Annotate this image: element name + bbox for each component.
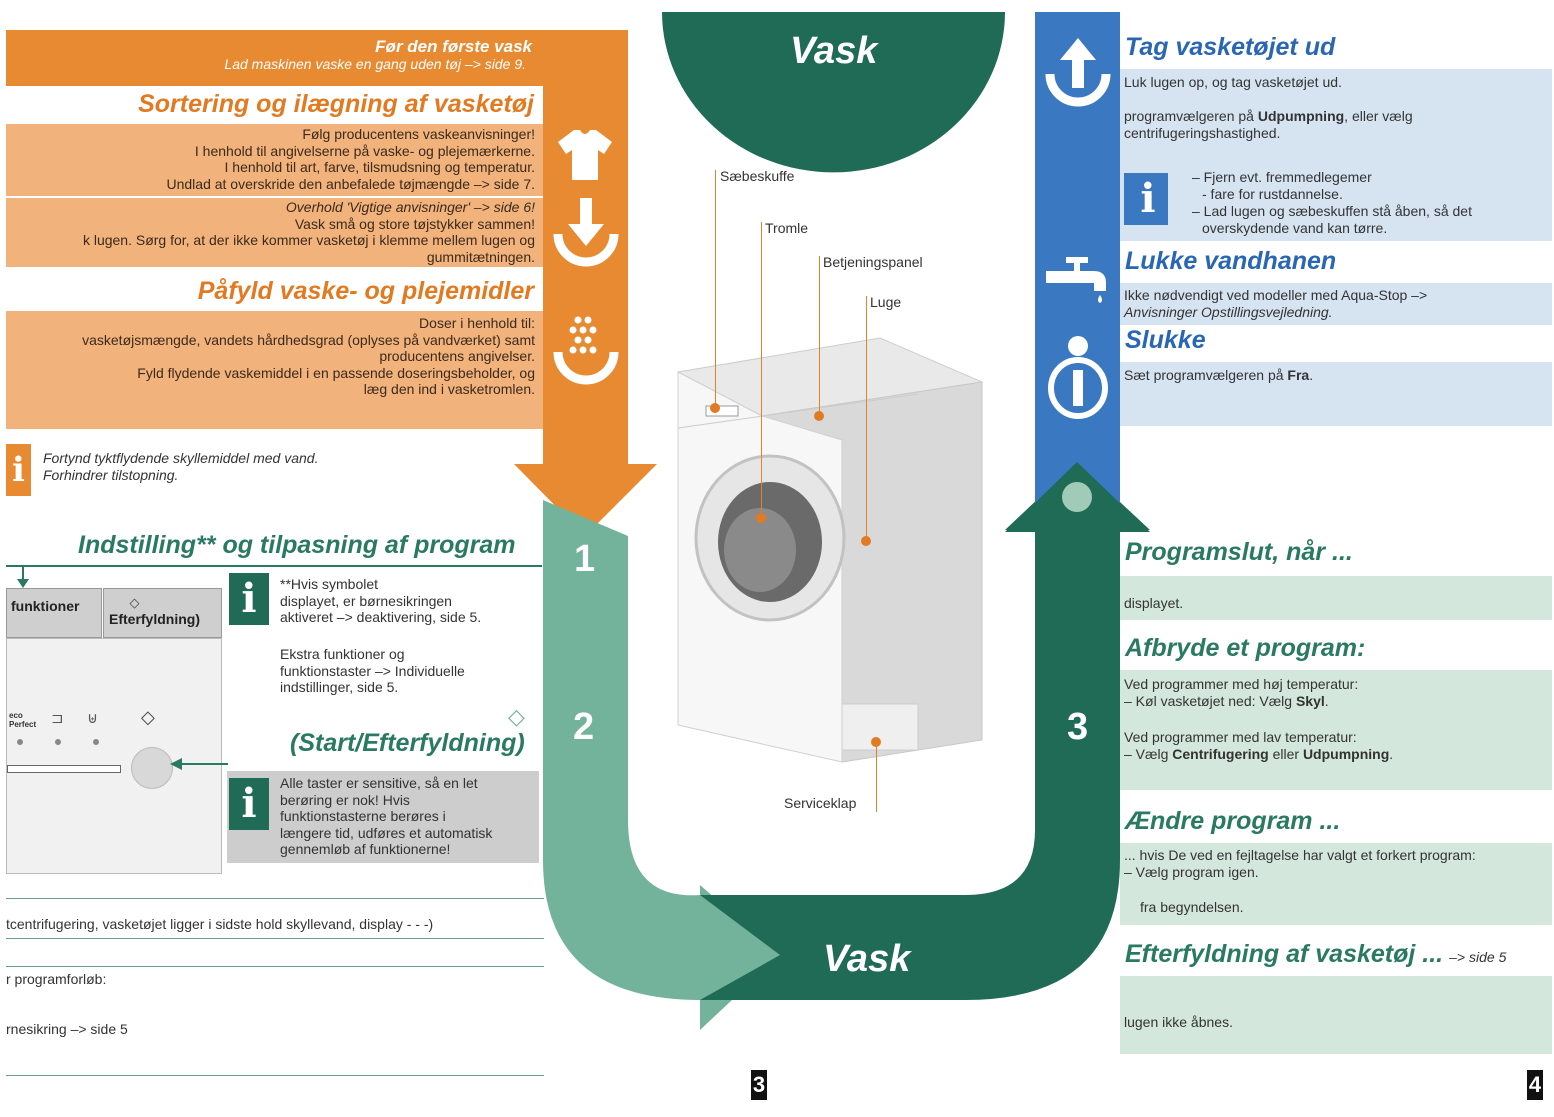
program-end-title: Programslut, når ... [1125,538,1353,566]
label-drum: Tromle [765,220,809,236]
start-refill-title: (Start/Efterfyldning) [290,729,525,757]
start-button-icon[interactable]: ◇ [141,707,155,727]
info-icon-softener: i [6,444,31,496]
center-title-bottom: Vask [823,938,911,980]
sorting-block-a: Følg producentens vaskeanvisninger! I he… [6,124,543,196]
detergent-block: Doser i henhold til: vasketøjsmængde, va… [6,311,543,429]
label-door: Luge [870,294,902,310]
program-knob[interactable] [131,747,173,789]
step-number-1: 1 [574,538,596,580]
power-off-icon [1048,336,1108,419]
abort-title: Afbryde et program: [1125,634,1366,662]
label-control-panel: Betjeningspanel [823,254,923,270]
step-number-2: 2 [573,706,595,748]
info-icon-childlock: i [229,573,269,625]
bottom-left-line1: tcentrifugering, vasketøjet ligger i sid… [6,916,434,932]
center-title-top: Vask [790,30,878,72]
refill-title: Efterfyldning af vasketøj ...–> side 5 [1125,940,1507,968]
tshirt-icon [558,130,612,180]
program-end-box: displayet. [1120,576,1552,620]
abort-box: Ved programmer med høj temperatur: – Køl… [1120,670,1552,790]
first-wash-text: Lad maskinen vaske en gang uden tøj –> s… [224,56,526,72]
rinse-icon: ⊎ [87,710,98,727]
water-tap-icon [1046,257,1106,303]
detergent-title: Påfyld vaske- og plejemidler [197,277,534,305]
start-symbol-icon: ◇ [129,595,140,610]
label-soap-drawer: Sæbeskuffe [720,168,795,184]
control-panel-illustration: eco Perfect ⊐ ⊎ ◇ [6,638,222,874]
take-out-box: Luk lugen op, og tag vasketøjet ud. prog… [1120,69,1552,241]
bottom-left-line3: rnesikring –> side 5 [6,1021,128,1037]
refill-box: lugen ikke åbnes. [1120,976,1552,1054]
step-number-3: 3 [1067,706,1089,748]
extra-functions-info: Ekstra funktioner og funktionstaster –> … [280,646,465,695]
pointer-arrow-down-icon [17,567,29,588]
info-icon-touch: i [229,778,269,830]
label-service-flap: Serviceklap [784,795,857,811]
sorting-title: Sortering og ilægning af vasketøj [138,90,534,118]
change-title: Ændre program ... [1125,807,1341,835]
setting-rule [6,565,542,567]
bottom-left-line2: r programforløb: [6,971,107,987]
page-number-right: 4 [1527,1070,1543,1100]
unload-laundry-icon [1045,38,1111,107]
washing-machine-illustration [676,337,984,763]
off-box: Sæt programvælgeren på Fra. [1120,362,1552,426]
pointer-arrow-left-icon [170,758,228,770]
page-number-left: 3 [751,1070,767,1100]
detergent-icon [553,316,619,385]
tap-box: Ikke nødvendigt ved modeller med Aqua-St… [1120,283,1552,325]
change-box: ... hvis De ved en fejltagelse har valgt… [1120,843,1552,925]
first-wash-title: Før den første vask [375,37,532,56]
functions-tab[interactable]: funktioner [6,588,102,638]
touch-info-box: i Alle taster er sensitive, så en let be… [227,771,539,863]
childlock-info: **Hvis symbolet displayet, er børnesikri… [280,576,482,625]
tap-title: Lukke vandhanen [1125,247,1337,275]
load-laundry-icon [553,198,619,267]
softener-info: Fortynd tyktflydende skyllemiddel med va… [43,450,319,483]
setting-title: Indstilling** og tilpasning af program [78,531,516,559]
info-icon-take-out: i [1124,173,1168,225]
refill-tab[interactable]: ◇ Efterfyldning) [103,588,222,638]
take-out-title: Tag vasketøjet ud [1125,33,1336,61]
sorting-block-b: Overhold 'Vigtige anvisninger' –> side 6… [6,198,543,267]
off-title: Slukke [1125,326,1206,354]
start-symbol-outline-icon: ◇ [508,704,525,729]
spin-icon: ⊐ [51,710,64,727]
